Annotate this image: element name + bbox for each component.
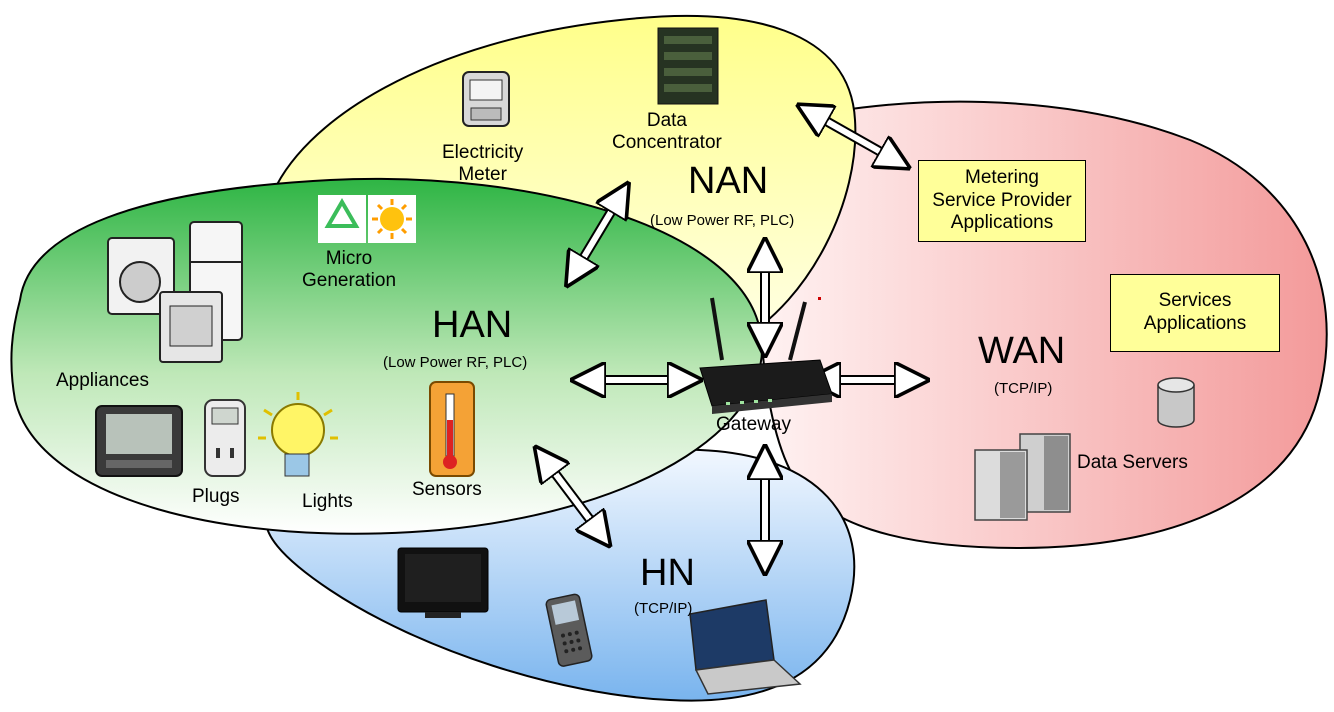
router-icon bbox=[699, 297, 833, 414]
tv-icon bbox=[397, 547, 489, 618]
database-icon bbox=[1157, 377, 1195, 428]
micro-generation-label: Micro Generation bbox=[302, 248, 397, 291]
wan-region bbox=[760, 100, 1328, 550]
nan-title: NAN bbox=[688, 160, 769, 202]
wan-title: WAN bbox=[978, 330, 1066, 372]
server-icon bbox=[974, 433, 1071, 521]
thermostat-display-icon bbox=[95, 405, 183, 477]
light-bulb-icon bbox=[258, 392, 338, 477]
metering-applications-box: Metering Service Provider Applications bbox=[918, 160, 1086, 242]
laptop-icon bbox=[689, 599, 802, 695]
data-concentrator-label: Data Concentrator bbox=[612, 110, 722, 153]
hn-title: HN bbox=[640, 552, 695, 594]
nan-protocol: (Low Power RF, PLC) bbox=[650, 212, 795, 229]
data-concentrator-icon bbox=[657, 27, 719, 105]
connection-arrows-fill bbox=[545, 113, 912, 558]
gateway-label: Gateway bbox=[716, 414, 791, 435]
mobile-phone-icon bbox=[545, 593, 593, 667]
arrow-han-hn bbox=[545, 460, 600, 533]
electricity-meter-icon bbox=[462, 71, 510, 127]
appliances-label: Appliances bbox=[56, 370, 149, 391]
services-applications-box: Services Applications bbox=[1110, 274, 1280, 352]
wan-protocol: (TCP/IP) bbox=[994, 380, 1053, 397]
arrow-concentrator-wan bbox=[812, 113, 895, 160]
arrow-han-concentrator bbox=[575, 197, 620, 272]
sun-icon bbox=[368, 195, 416, 243]
han-protocol: (Low Power RF, PLC) bbox=[383, 354, 528, 371]
lights-label: Lights bbox=[302, 491, 353, 512]
dishwasher-icon bbox=[159, 291, 223, 363]
recycle-icon bbox=[318, 195, 366, 243]
thermometer-icon bbox=[429, 381, 475, 477]
sensors-label: Sensors bbox=[412, 479, 482, 500]
data-servers-label: Data Servers bbox=[1077, 452, 1188, 473]
smart-plug-icon bbox=[204, 399, 246, 477]
hn-protocol: (TCP/IP) bbox=[634, 600, 693, 617]
plugs-label: Plugs bbox=[192, 486, 240, 507]
washing-machine-icon bbox=[107, 237, 175, 315]
electricity-meter-label: Electricity Meter bbox=[442, 142, 524, 185]
marker-dot bbox=[818, 297, 821, 300]
han-title: HAN bbox=[432, 304, 513, 346]
